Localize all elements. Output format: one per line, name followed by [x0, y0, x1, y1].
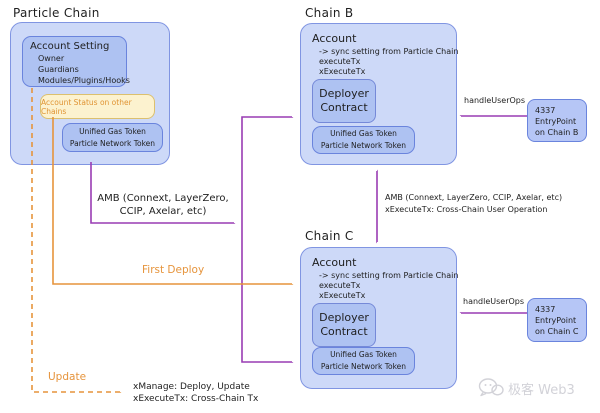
- amb-left-line: AMB (Connext, LayerZero,: [97, 193, 229, 204]
- token-line: Unified Gas Token: [330, 129, 397, 138]
- update-label: Update: [48, 371, 87, 383]
- handleuserops-c-label: handleUserOps: [463, 297, 525, 306]
- entrypoint-line: on Chain B: [535, 128, 579, 137]
- token-line: Unified Gas Token: [79, 126, 146, 136]
- entrypoint-line: EntryPoint: [535, 316, 577, 325]
- update-note: xManage: Deploy, Update xExecuteTx: Cros…: [133, 381, 258, 405]
- account-line: xExecuteTx: [319, 67, 366, 76]
- amb-right-line: AMB (Connext, LayerZero, CCIP, Axelar, e…: [385, 193, 563, 202]
- chain-c-account-title: Account: [312, 256, 357, 269]
- account-line: -> sync setting from Particle Chain: [319, 47, 459, 56]
- arrow-trunk-to-chain-b: [241, 116, 292, 240]
- account-status-label: Account Status on other Chains: [41, 97, 132, 116]
- chain-c-title: Chain C: [305, 229, 354, 243]
- entrypoint-line: EntryPoint: [535, 117, 577, 126]
- account-setting-item: Guardians: [38, 65, 79, 74]
- account-setting-box: Account Setting Owner Guardians Modules/…: [22, 36, 130, 87]
- entrypoint-line: 4337: [535, 106, 556, 115]
- amb-left-line: CCIP, Axelar, etc): [119, 206, 207, 217]
- entrypoint-chain-c-box: 4337 EntryPoint on Chain C: [527, 298, 587, 342]
- deployer-line: Contract: [320, 101, 368, 114]
- account-line: executeTx: [319, 281, 361, 290]
- chain-b-deployer-box: Deployer Contract: [312, 79, 376, 123]
- account-line: -> sync setting from Particle Chain: [319, 271, 459, 280]
- watermark-text: 极客 Web3: [508, 382, 575, 398]
- update-note-line: xExecuteTx: Cross-Chain Tx: [133, 394, 259, 404]
- chain-b-account-lines: -> sync setting from Particle Chain exec…: [319, 47, 458, 77]
- account-status-box: Account Status on other Chains: [40, 94, 155, 119]
- update-note-line: xManage: Deploy, Update: [133, 382, 250, 392]
- chain-c-token-box: Unified Gas Token Particle Network Token: [312, 347, 415, 375]
- entrypoint-line: 4337: [535, 305, 556, 314]
- amb-left-label: AMB (Connext, LayerZero, CCIP, Axelar, e…: [88, 192, 238, 218]
- token-line: Particle Network Token: [320, 141, 407, 150]
- chain-b-account-title: Account: [312, 32, 357, 45]
- chain-c-deployer-box: Deployer Contract: [312, 303, 376, 347]
- deployer-line: Deployer: [319, 87, 369, 100]
- token-line: Particle Network Token: [69, 138, 156, 148]
- account-line: xExecuteTx: [319, 291, 366, 300]
- amb-right-label: AMB (Connext, LayerZero, CCIP, Axelar, e…: [385, 192, 562, 216]
- arrow-trunk-to-chain-c: [241, 240, 292, 362]
- chain-b-token-box: Unified Gas Token Particle Network Token: [312, 126, 415, 154]
- particle-token-box: Unified Gas Token Particle Network Token: [62, 123, 163, 152]
- account-line: executeTx: [319, 57, 361, 66]
- entrypoint-line: on Chain C: [535, 327, 579, 336]
- entrypoint-chain-b-box: 4337 EntryPoint on Chain B: [527, 99, 587, 142]
- handleuserops-b-label: handleUserOps: [464, 96, 526, 105]
- first-deploy-label: First Deploy: [142, 264, 205, 276]
- wechat-icon: [478, 378, 504, 397]
- chain-c-account-lines: -> sync setting from Particle Chain exec…: [319, 271, 458, 301]
- watermark: 极客 Web3: [478, 378, 575, 398]
- deployer-line: Contract: [320, 325, 368, 338]
- deployer-line: Deployer: [319, 311, 369, 324]
- token-line: Particle Network Token: [320, 362, 407, 371]
- particle-chain-title: Particle Chain: [13, 6, 100, 20]
- chain-b-title: Chain B: [305, 6, 354, 20]
- token-line: Unified Gas Token: [330, 350, 397, 359]
- account-setting-item: Owner: [38, 54, 65, 63]
- account-setting-title: Account Setting: [30, 41, 110, 52]
- amb-right-line: xExecuteTx: Cross-Chain User Operation: [385, 205, 548, 214]
- account-setting-item: Modules/Plugins/Hooks: [38, 76, 130, 85]
